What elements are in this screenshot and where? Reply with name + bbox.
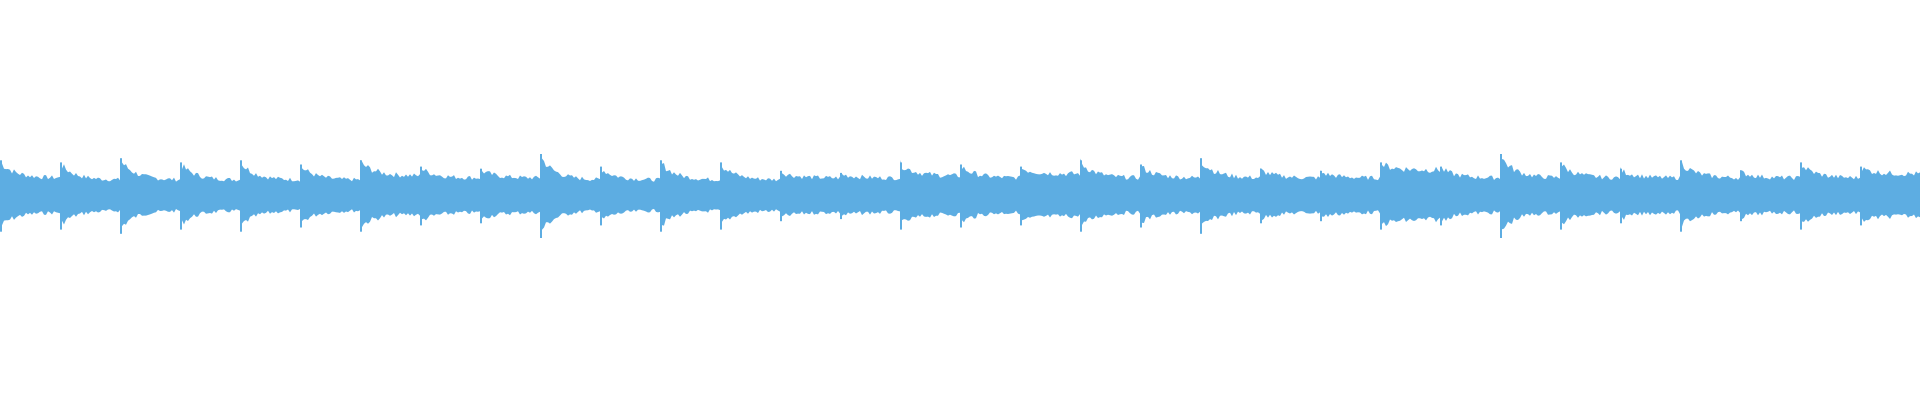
waveform-segment (540, 157, 600, 231)
waveform-segment (1200, 161, 1260, 227)
waveform-segment (1500, 159, 1560, 230)
waveform-segment (60, 164, 120, 225)
waveform-segment (1860, 167, 1920, 222)
waveform-segment (1560, 164, 1620, 225)
waveform-segment (1440, 167, 1500, 222)
waveform-segment (120, 160, 180, 228)
waveform-segment (600, 167, 660, 222)
waveform-segment (1020, 169, 1080, 221)
waveform-segment (360, 159, 420, 229)
waveform-segment (1140, 166, 1200, 223)
waveform-segment (420, 168, 480, 221)
waveform-segment (240, 165, 300, 224)
waveform-segment (900, 160, 960, 229)
waveform-segment (960, 164, 1020, 225)
waveform-segment (660, 159, 720, 229)
waveform-segment (1800, 166, 1860, 223)
waveform-segment (1080, 158, 1140, 230)
waveform-segment (480, 168, 540, 221)
waveform-segment (1380, 162, 1440, 227)
waveform-segment (1620, 167, 1680, 223)
waveform-segment (0, 162, 60, 227)
waveform-segment (180, 164, 240, 225)
waveform-segment (1320, 170, 1380, 220)
waveform-segment (1260, 168, 1320, 221)
waveform-segment (840, 173, 900, 217)
waveform-segment (780, 173, 840, 217)
waveform-segment (1680, 162, 1740, 227)
waveform-segment (1740, 170, 1800, 220)
waveform-segment (720, 167, 780, 222)
waveform-segment (300, 165, 360, 224)
